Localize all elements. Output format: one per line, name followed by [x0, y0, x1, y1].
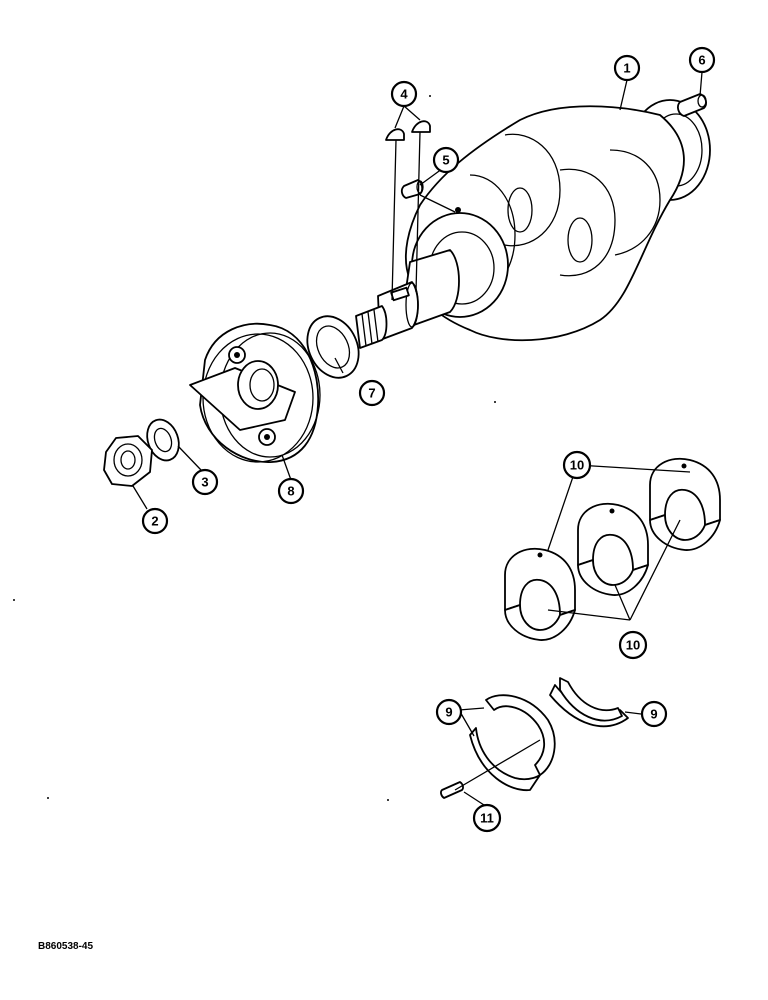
svg-text:4: 4: [400, 87, 408, 102]
thrust-washers: [469, 677, 629, 791]
figure-code: B860538-45: [38, 941, 94, 952]
callout-9-left: 9: [435, 698, 463, 726]
callout-9-right: 9: [640, 700, 668, 728]
callout-1: 1: [613, 54, 641, 82]
callout-3: 3: [191, 468, 219, 496]
hex-nut: [103, 435, 153, 487]
woodruff-keys: [385, 120, 431, 141]
callout-4: 4: [390, 80, 418, 108]
svg-text:9: 9: [650, 707, 657, 722]
svg-text:5: 5: [442, 153, 449, 168]
callout-10-top: 10: [562, 450, 592, 480]
crank-pulley: [189, 322, 321, 463]
svg-text:10: 10: [570, 458, 584, 473]
svg-text:1: 1: [623, 61, 630, 76]
svg-text:8: 8: [287, 484, 294, 499]
callout-2: 2: [141, 507, 169, 535]
svg-text:2: 2: [151, 514, 158, 529]
callout-10-bottom: 10: [618, 630, 648, 660]
dowel-pin: [677, 93, 707, 117]
thrust-washer: [306, 315, 360, 379]
callout-5: 5: [432, 146, 460, 174]
print-specks: [13, 95, 496, 801]
washer: [146, 418, 180, 462]
callout-6: 6: [688, 46, 716, 74]
svg-text:6: 6: [698, 53, 705, 68]
crankshaft: [355, 99, 711, 349]
svg-text:10: 10: [626, 638, 640, 653]
callout-8: 8: [277, 477, 305, 505]
svg-text:7: 7: [368, 386, 375, 401]
callout-7: 7: [358, 379, 386, 407]
svg-text:3: 3: [201, 475, 208, 490]
svg-text:9: 9: [445, 705, 452, 720]
roll-pin: [440, 781, 464, 799]
main-bearings: [504, 457, 721, 641]
svg-text:11: 11: [480, 811, 494, 826]
leader-lines: [132, 71, 703, 806]
callout-11: 11: [472, 803, 502, 833]
crank-pin-plug: [400, 179, 424, 199]
